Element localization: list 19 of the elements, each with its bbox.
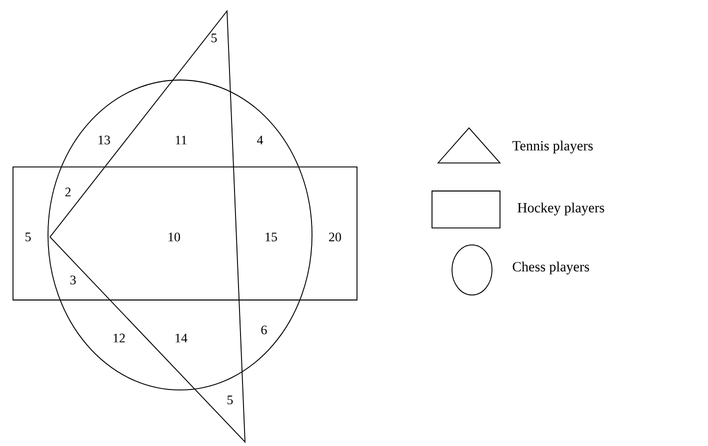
legend-label: Chess players [512,262,590,274]
legend-label: Hockey players [518,202,604,216]
region-count: 3 [70,276,76,284]
region-count: 2 [65,188,71,196]
legend-label: Tennis players [512,140,593,154]
region-count: 12 [114,334,125,342]
region-count: 15 [266,232,277,242]
region-count: 20 [329,232,342,242]
circle [48,80,312,390]
region-count: 10 [168,232,180,242]
region-count: 14 [176,334,188,342]
region-count: 5 [212,34,217,42]
region-count: 6 [261,326,267,334]
region-count: 5 [26,232,31,242]
region-count: 5 [228,396,233,404]
region-count: 4 [257,136,264,144]
region-count: 11 [176,136,186,144]
region-count: 13 [98,136,110,144]
rectangle [12,166,358,300]
